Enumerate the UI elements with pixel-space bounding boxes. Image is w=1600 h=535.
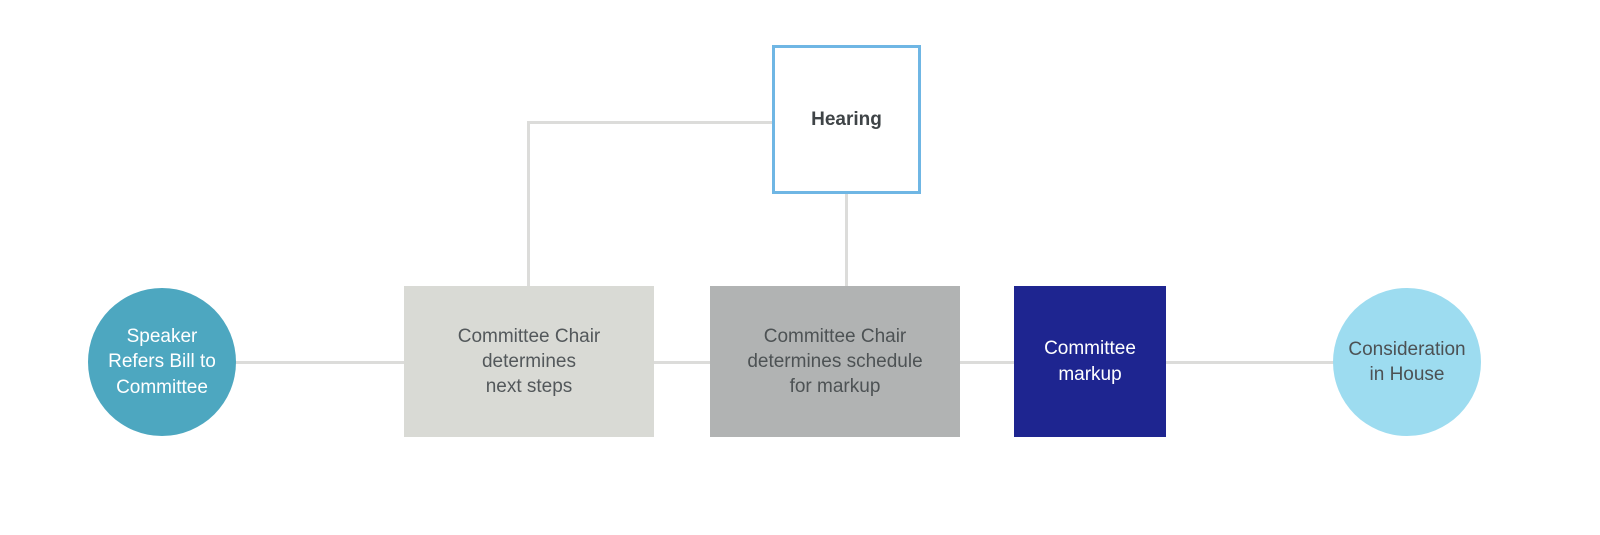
node-hearing-label: Hearing: [811, 108, 882, 130]
connector-chair-next-steps-to-schedule: [652, 361, 712, 364]
connector-schedule-to-committee-markup: [958, 361, 1016, 364]
connector-hearing-to-chair-next-steps-horizontal: [527, 121, 773, 124]
node-consideration-in-house[interactable]: Consideration in House: [1333, 288, 1481, 436]
node-committee-markup-label: Committee markup: [1044, 338, 1136, 385]
connector-hearing-to-chair-next-steps-vertical: [527, 121, 530, 289]
node-chair-next-steps[interactable]: Committee Chair determines next steps: [404, 286, 654, 437]
connector-speaker-to-chair-next-steps: [232, 361, 407, 364]
node-committee-markup[interactable]: Committee markup: [1014, 286, 1166, 437]
node-chair-schedule-markup-label: Committee Chair determines schedule for …: [747, 325, 923, 398]
node-hearing[interactable]: Hearing: [772, 45, 921, 194]
node-chair-schedule-markup[interactable]: Committee Chair determines schedule for …: [710, 286, 960, 437]
node-speaker-refers-bill[interactable]: Speaker Refers Bill to Committee: [88, 288, 236, 436]
connector-hearing-to-schedule-markup-vertical: [845, 192, 848, 288]
node-consideration-in-house-label: Consideration in House: [1348, 338, 1466, 385]
node-chair-next-steps-label: Committee Chair determines next steps: [457, 325, 601, 398]
node-speaker-refers-bill-label: Speaker Refers Bill to Committee: [108, 326, 216, 398]
connector-committee-markup-to-consideration: [1164, 361, 1336, 364]
